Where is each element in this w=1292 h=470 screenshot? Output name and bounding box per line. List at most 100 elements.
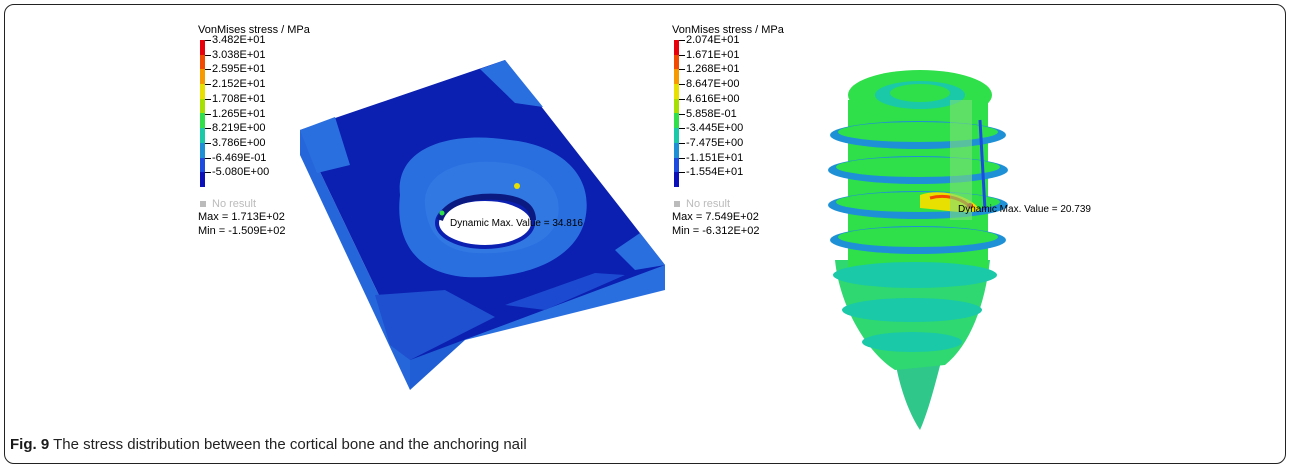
legend-tick <box>205 128 211 130</box>
corner-patch <box>300 117 350 173</box>
max-stress-spot <box>514 183 520 189</box>
color-scale-bar <box>674 40 679 187</box>
color-scale-segment <box>200 84 205 99</box>
color-scale-bar <box>200 40 205 187</box>
color-scale-segment <box>200 54 205 70</box>
max-value: Max = 1.713E+02 <box>198 211 285 223</box>
legend-tick-label: 2.074E+01 <box>686 34 740 46</box>
plate-left-side <box>300 130 410 390</box>
legend-tick <box>205 172 211 174</box>
legend-tick <box>679 84 685 86</box>
legend-tick <box>679 40 685 41</box>
corner-patch <box>615 233 665 270</box>
color-scale-segment <box>674 84 679 99</box>
color-scale-segment <box>674 157 679 173</box>
head-socket-inner <box>890 84 950 102</box>
legend-tick-label: -1.554E+01 <box>686 166 744 179</box>
legend-tick-label: 3.038E+01 <box>212 48 266 61</box>
legend-tick-label: 2.595E+01 <box>212 63 266 76</box>
legend-tick <box>205 142 211 144</box>
legend-tick-label: -6.469E-01 <box>212 151 267 164</box>
legend-tick-label: 1.268E+01 <box>686 63 740 76</box>
nail-tip <box>895 358 942 430</box>
cortical-bone-plate-model <box>300 60 665 390</box>
dynamic-max-label: Dynamic Max. Value = 34.816 <box>450 218 583 229</box>
color-scale-segment <box>200 128 205 143</box>
thread <box>833 262 997 288</box>
legend-tick-label: 8.647E+00 <box>686 78 740 91</box>
left-color-legend: VonMises stress / MPa 3.482E+01 3.038E+01… <box>198 24 348 244</box>
legend-tick <box>205 40 211 41</box>
color-scale-segment <box>200 113 205 129</box>
edge-patch <box>505 273 625 310</box>
legend-tick-label: 1.265E+01 <box>212 107 266 120</box>
legend-tick <box>205 157 211 159</box>
color-scale-segment <box>674 54 679 70</box>
legend-tick-label: 8.219E+00 <box>212 122 266 135</box>
max-value: Max = 7.549E+02 <box>672 211 759 223</box>
legend-tick-label: -3.445E+00 <box>686 122 744 135</box>
legend-tick <box>205 69 211 71</box>
thread-top <box>838 227 998 247</box>
legend-tick-label: 2.152E+01 <box>212 78 266 91</box>
hole-inner-wall <box>437 193 536 222</box>
color-scale-segment <box>674 142 679 158</box>
legend-tick-label: 1.708E+01 <box>212 92 266 105</box>
color-scale-segment <box>200 157 205 173</box>
legend-title: VonMises stress / MPa <box>672 24 784 36</box>
legend-tick-label: 4.616E+00 <box>686 92 740 105</box>
color-scale-segment <box>200 172 205 187</box>
legend-tick <box>205 54 211 56</box>
color-scale-segment <box>674 98 679 114</box>
legend-tick-label: -5.080E+00 <box>212 166 270 179</box>
color-scale-segment <box>200 98 205 114</box>
legend-tick-label: -1.151E+01 <box>686 151 744 164</box>
figure-frame <box>4 4 1286 464</box>
color-scale-segment <box>200 142 205 158</box>
legend-tick <box>679 157 685 159</box>
slot-edge <box>978 119 987 211</box>
figure-caption: Fig. 9 The stress distribution between t… <box>10 436 527 453</box>
right-color-legend: VonMises stress / MPa 2.074E+01 1.671E+01… <box>672 24 822 244</box>
color-scale-segment <box>674 69 679 85</box>
thread-top <box>838 122 998 142</box>
thread <box>842 298 982 322</box>
color-scale-segment <box>674 40 679 55</box>
legend-tick-label: 3.786E+00 <box>212 136 266 149</box>
legend-tick-label: 1.671E+01 <box>686 48 740 61</box>
nail-slot <box>950 100 972 220</box>
legend-tick <box>679 54 685 56</box>
min-value: Min = -6.312E+02 <box>672 225 760 237</box>
legend-tick-label: 5.858E-01 <box>686 107 737 120</box>
legend-tick <box>679 142 685 144</box>
figure-label: Fig. 9 <box>10 436 50 453</box>
legend-tick <box>679 172 685 174</box>
min-value: Min = -1.509E+02 <box>198 225 286 237</box>
color-scale-segment <box>674 172 679 187</box>
color-scale-segment <box>674 113 679 129</box>
legend-tick <box>205 113 211 115</box>
legend-tick-label: 3.482E+01 <box>212 34 266 46</box>
color-scale-segment <box>674 128 679 143</box>
dynamic-max-label: Dynamic Max. Value = 20.739 <box>958 204 1091 215</box>
corner-patch <box>480 60 543 107</box>
legend-tick-label: -7.475E+00 <box>686 136 744 149</box>
anchoring-nail-model <box>828 70 1008 430</box>
thread-top <box>836 157 1000 177</box>
no-result-label: No result <box>200 198 256 210</box>
color-scale-segment <box>200 69 205 85</box>
corner-patch <box>375 290 495 360</box>
legend-tick <box>679 69 685 71</box>
legend-tick <box>205 98 211 100</box>
legend-tick <box>679 98 685 100</box>
no-result-label: No result <box>674 198 730 210</box>
legend-tick <box>205 84 211 86</box>
thread <box>862 332 962 352</box>
plate-right-side <box>465 265 665 340</box>
legend-tick <box>679 113 685 115</box>
legend-tick <box>679 128 685 130</box>
caption-text: The stress distribution between the cort… <box>49 436 527 453</box>
stress-spot <box>439 210 445 216</box>
legend-title: VonMises stress / MPa <box>198 24 310 36</box>
color-scale-segment <box>200 40 205 55</box>
